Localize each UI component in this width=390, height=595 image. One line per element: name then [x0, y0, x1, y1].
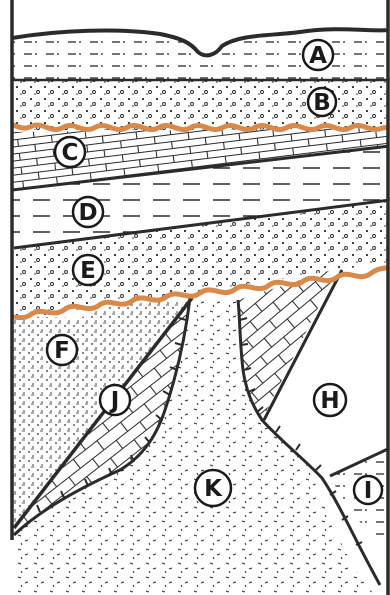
- layer-label-e: E: [73, 255, 103, 285]
- layer-label-h: H: [314, 384, 346, 416]
- label-text-j: J: [109, 388, 120, 414]
- label-text-c: C: [62, 140, 79, 166]
- layer-label-a: A: [303, 40, 333, 70]
- layer-label-i: I: [354, 476, 382, 504]
- label-text-e: E: [80, 258, 96, 284]
- label-text-a: A: [309, 43, 327, 69]
- label-text-i: I: [364, 478, 373, 504]
- label-text-b: B: [313, 90, 331, 116]
- label-text-d: D: [78, 200, 97, 226]
- layer-label-j: J: [100, 385, 130, 415]
- label-text-f: F: [54, 338, 70, 364]
- layer-label-d: D: [73, 197, 103, 227]
- label-text-k: K: [204, 476, 223, 502]
- label-text-h: H: [320, 388, 339, 414]
- layer-label-c: C: [55, 137, 85, 167]
- layer-label-k: K: [195, 470, 231, 506]
- layer-label-f: F: [47, 335, 77, 365]
- layer-label-b: B: [308, 88, 336, 116]
